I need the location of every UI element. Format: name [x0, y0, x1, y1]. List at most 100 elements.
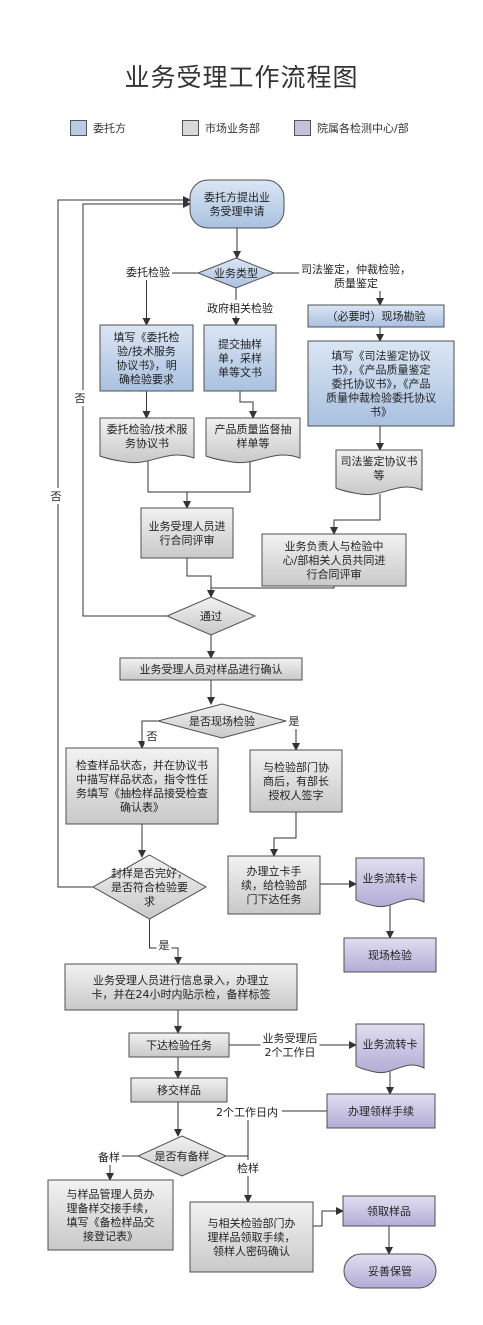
backup-decision-label: 是否有备样: [155, 1149, 210, 1163]
edge-label-backup-bg: [96, 1149, 122, 1165]
edge-label-no-pass: 否: [75, 392, 86, 405]
submit-sampling-label: 提交抽样单，采样单等文书: [218, 337, 262, 379]
pass-decision-diamond: [165, 596, 257, 636]
legend-swatch-client: [70, 120, 87, 136]
start-terminal: [189, 179, 285, 229]
edge-joint-to-pass: [211, 586, 335, 589]
edge-label-no-onsite: 否: [147, 730, 158, 743]
legend-label-market: 市场业务部: [205, 122, 260, 135]
check-samples-label: 检查样品状态，并在协议书中描写样品状态，指令性任务填写《抽检样品接受检查确认表》: [76, 758, 208, 814]
edge-label-within-2days-bg: [212, 1104, 282, 1120]
edge-label-inspection: 检样: [237, 1161, 259, 1175]
edge-procedure-to-take: [313, 1207, 344, 1227]
confirm-samples-label: 业务受理人员对样品进行确认: [140, 662, 283, 676]
fill-entrust-label: 填写《委托检验/技术服务协议书》，明确检验要求: [114, 330, 180, 386]
edge-label-yes-onsite-bg: [286, 713, 302, 729]
edge-label-yes-seal-bg: [156, 937, 172, 953]
pass-decision-label: 通过: [200, 610, 222, 623]
doc-judicial-document: [335, 449, 423, 496]
legend-label-client: 委托方: [93, 122, 126, 135]
keep-safe-label: 妥善保管: [368, 1264, 412, 1278]
negotiate-label: 与检验部门协商后，有部长授权人签字: [263, 760, 329, 802]
keep-safe-terminal: [343, 1253, 437, 1289]
start-label: 委托方提出业务受理申请: [204, 190, 270, 218]
onsite-survey-label: （必要时）现场勘验: [327, 309, 426, 323]
edge-negotiate-to-card: [270, 812, 297, 857]
legend-label-center: 院属各检测中心/部: [317, 122, 409, 135]
edge-label-no-seal-bg: [48, 488, 64, 504]
onsite-decision-diamond: [156, 703, 288, 739]
type-decision-label: 业务类型: [214, 266, 258, 280]
submit-sampling-box: [203, 324, 277, 392]
issue-task-label: 下达检验任务: [146, 1038, 212, 1052]
legend-market: 市场业务部: [182, 118, 260, 138]
contract-review-label: 业务受理人员进行合同评审: [149, 520, 226, 547]
check-samples-box: [65, 747, 219, 825]
edge-judicial-to-joint: [330, 494, 381, 535]
edge-seal-no-loop: [57, 196, 191, 888]
fill-judicial-label: 填写《司法鉴定协议书》，《产品质量鉴定委托协议书》，《产品质量仲裁检验委托协议书…: [326, 348, 436, 418]
issue-task-box: [128, 1032, 230, 1058]
issue-card-task-label: 办理立卡手续，给检验部门下达任务: [241, 864, 307, 906]
transfer-samples-label: 移交样品: [157, 1083, 201, 1097]
page-title: 业务受理工作流程图: [124, 63, 359, 92]
joint-review-box: [261, 533, 407, 587]
issue-card-task-box: [227, 855, 321, 915]
receive-procedure-box: [189, 1201, 314, 1273]
edge-label-judicial: 司法鉴定，仲裁检验，质量鉴定: [301, 262, 411, 290]
edge-review-to-pass: [186, 558, 215, 598]
confirm-samples-box: [119, 657, 303, 681]
edge-sampling-to-doc: [239, 391, 257, 419]
doc-entrust-label: 委托检验/技术服务协议书: [107, 422, 188, 450]
sample-receive-label: 办理领样手续: [348, 1104, 414, 1118]
flow-card-1-label: 业务流转卡: [363, 871, 418, 885]
take-samples-label: 领取样品: [367, 1204, 411, 1218]
onsite-test-label: 现场检验: [368, 948, 412, 962]
edge-label-inspection-bg: [235, 1160, 261, 1176]
doc-sampling-document: [205, 417, 301, 464]
take-samples-box: [342, 1195, 436, 1227]
legend-center: 院属各检测中心/部: [294, 118, 409, 138]
info-entry-label: 业务受理人员进行信息录入，办理立卡，并在24小时内贴示检，备样标签: [92, 973, 271, 1001]
legend-swatch-center: [294, 120, 311, 136]
doc-judicial-label: 司法鉴定协议书等: [341, 454, 418, 482]
edge-label-within-2days: 2个工作日内: [216, 1105, 278, 1119]
edge-label-yes-onsite: 是: [289, 715, 300, 728]
edge-label-backup: 备样: [98, 1150, 120, 1164]
edge-label-yes-seal: 是: [159, 939, 170, 952]
seal-decision-label: 封样是否完好，是否符合检验要求: [111, 866, 188, 908]
flow-card-1-document: [355, 857, 425, 908]
edge-label-entrust-test: 委托检验: [126, 265, 170, 279]
type-decision-diamond: [196, 257, 276, 289]
backup-handover-box: [47, 1179, 174, 1251]
fill-entrust-box: [99, 324, 194, 392]
backup-decision-diamond: [136, 1135, 228, 1177]
legend-swatch-market: [182, 120, 199, 136]
receive-procedure-label: 与相关检验部门办理样品领取手续，领样人密码确认: [208, 1216, 296, 1258]
doc-entrust-document: [99, 417, 195, 464]
legend-client: 委托方: [70, 118, 126, 138]
edge-label-no-onsite-bg: [144, 728, 160, 744]
info-entry-box: [64, 963, 298, 1011]
transfer-samples-box: [130, 1077, 228, 1103]
edge-onsite-no: [138, 720, 158, 749]
edge-label-entrust-test-bg: [124, 264, 172, 280]
sample-receive-box: [326, 1093, 436, 1129]
doc-sampling-label: 产品质量监督抽样单等: [215, 422, 292, 450]
negotiate-box: [249, 749, 343, 813]
edge-label-judicial-bg: [299, 261, 413, 291]
onsite-survey-box: [307, 304, 445, 328]
edge-label-gov-test: 政府相关检验: [207, 301, 273, 315]
edge-pass-no-loop: [82, 200, 191, 617]
edge-label-gov-test-bg: [205, 300, 275, 316]
edge-docs-merge: [147, 460, 251, 493]
joint-review-label: 业务负责人与检验中心/部相关人员共同进行合同评审: [283, 539, 386, 581]
edge-label-after-2days-bg: [260, 1030, 320, 1060]
fill-judicial-box: [307, 340, 455, 427]
edge-label-no-pass-bg: [72, 390, 88, 406]
contract-review-box: [140, 507, 234, 559]
backup-handover-label: 与样品管理人员办理备样交接手续，填写《备检样品交接登记表》: [67, 1187, 155, 1243]
onsite-decision-label: 是否现场检验: [189, 714, 255, 728]
